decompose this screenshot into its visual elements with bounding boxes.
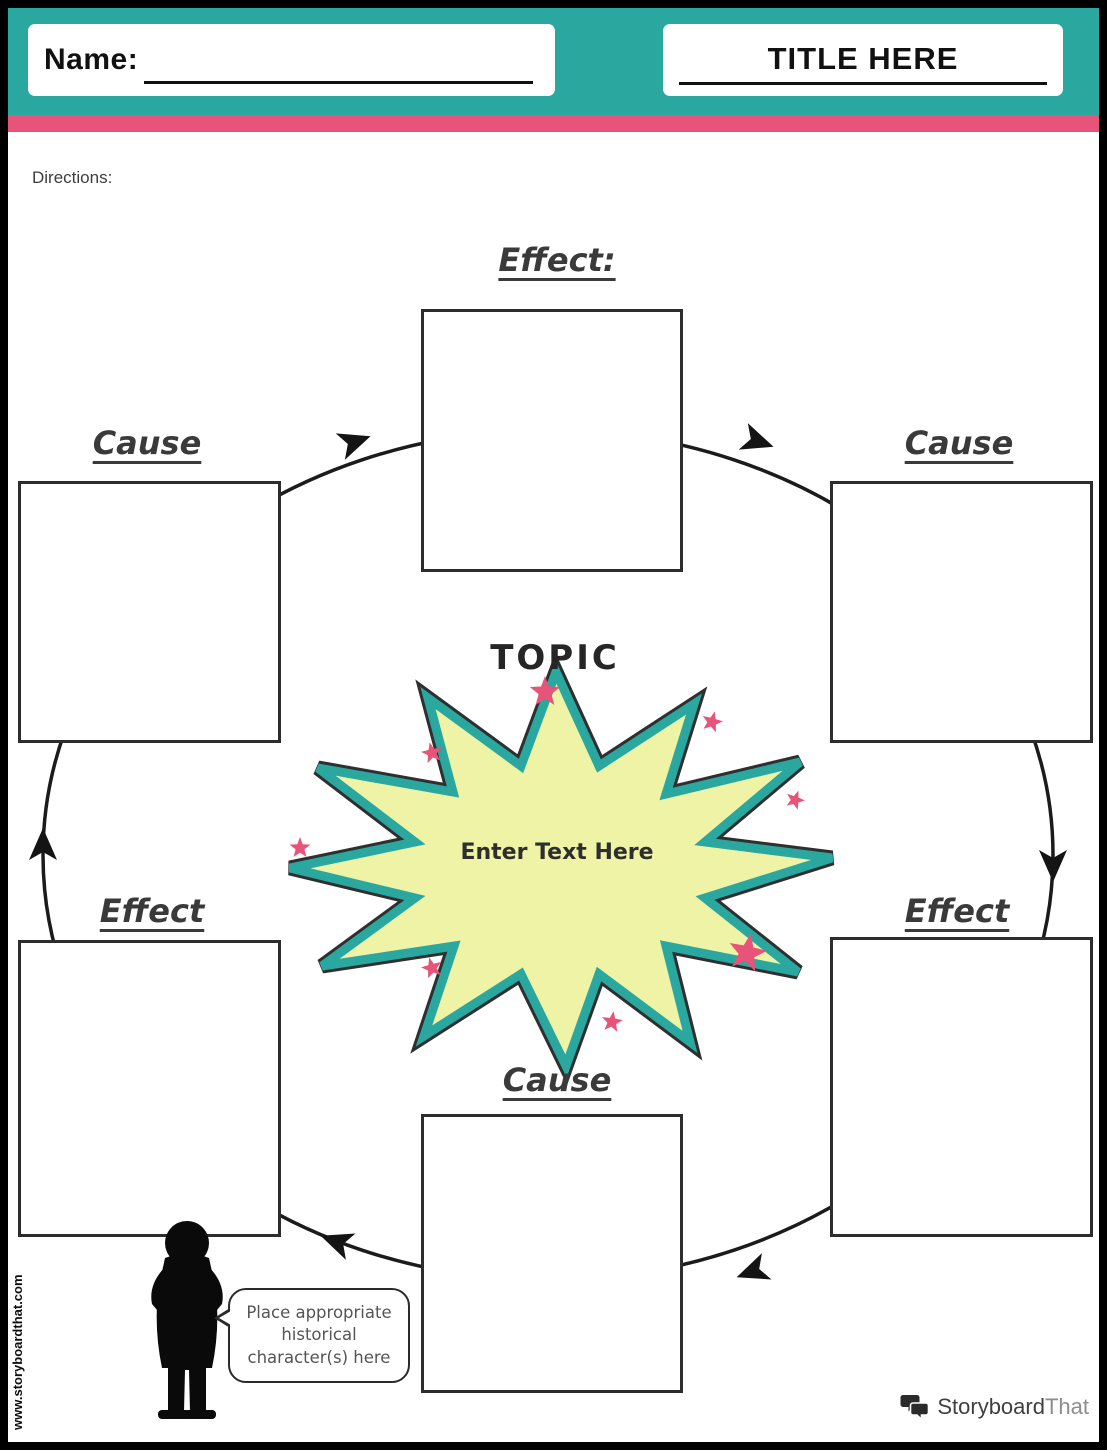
topic-label: TOPIC — [490, 638, 620, 678]
star-icon — [289, 837, 311, 857]
historical-character-placeholder[interactable] — [140, 1212, 240, 1427]
star-icon — [421, 742, 442, 764]
cause-bottom-label: Cause — [502, 1061, 612, 1099]
decorative-stars — [289, 676, 805, 1032]
arrow-left-icon — [29, 828, 57, 860]
star-icon — [529, 676, 561, 705]
starburst-shape[interactable] — [288, 652, 835, 1086]
star-icon — [602, 1011, 623, 1032]
star-icon — [729, 933, 767, 972]
character-note-text: Place appropriate historical character(s… — [246, 1303, 392, 1367]
name-label: Name: — [44, 43, 139, 76]
character-note-bubble: Place appropriate historical character(s… — [214, 1288, 410, 1383]
logo-text: StoryboardThat — [937, 1394, 1089, 1420]
effect-lower-right-box[interactable] — [830, 937, 1093, 1237]
storyboardthat-logo: StoryboardThat — [900, 1392, 1089, 1422]
arrow-bottom-right-icon — [736, 1253, 772, 1280]
title-underline — [679, 82, 1047, 85]
cause-upper-left-label: Cause — [92, 424, 202, 462]
star-icon — [786, 790, 805, 810]
topic-placeholder-text[interactable]: Enter Text Here — [460, 840, 654, 865]
effect-lower-right-label: Effect — [904, 892, 1010, 930]
effect-top-box[interactable] — [421, 309, 683, 572]
name-box: Name: — [28, 24, 555, 96]
name-fill-line[interactable] — [144, 44, 533, 84]
logo-part-storyboard: Storyboard — [937, 1394, 1045, 1419]
effect-lower-left-box[interactable] — [18, 940, 281, 1237]
website-url: www.storyboardthat.com — [10, 1274, 25, 1430]
arrow-right-icon — [1039, 850, 1067, 882]
directions-label: Directions: — [32, 168, 113, 187]
star-icon — [421, 957, 442, 979]
cause-bottom-box[interactable] — [421, 1114, 683, 1393]
cycle-arrows — [29, 423, 1067, 1280]
cause-upper-left-box[interactable] — [18, 481, 281, 743]
effect-lower-left-label: Effect — [99, 892, 205, 930]
header-accent-stripe — [8, 115, 1099, 132]
effect-top-label: Effect: — [498, 241, 616, 279]
arrow-top-right-icon — [738, 423, 774, 450]
cause-upper-right-box[interactable] — [830, 481, 1093, 743]
title-box: TITLE HERE — [663, 24, 1063, 96]
cause-upper-right-label: Cause — [904, 424, 1014, 462]
logo-part-that: That — [1044, 1394, 1089, 1419]
page-title[interactable]: TITLE HERE — [767, 41, 959, 76]
arrow-bottom-left-icon — [320, 1233, 356, 1260]
star-icon — [702, 711, 723, 733]
arrow-top-left-icon — [335, 433, 371, 460]
chat-bubbles-icon — [900, 1395, 930, 1422]
